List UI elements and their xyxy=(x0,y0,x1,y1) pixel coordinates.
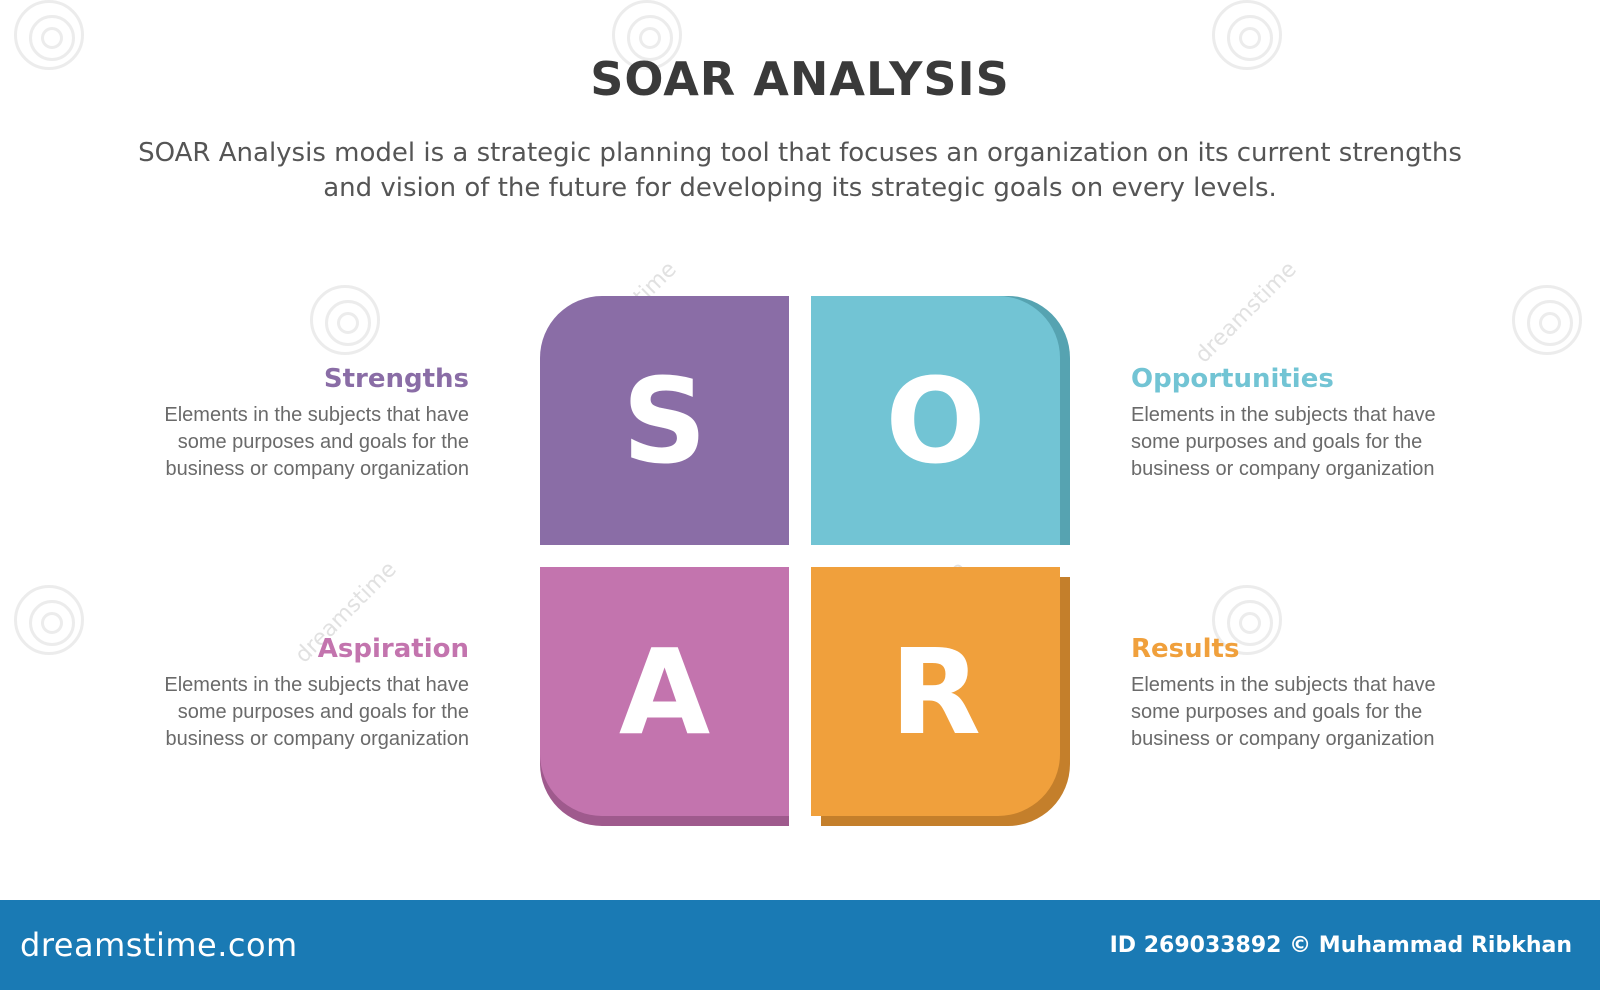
aspiration-heading: Aspiration xyxy=(317,634,469,664)
watermark-spiral-icon xyxy=(1212,0,1282,70)
aspiration-desc-line: business or company organization xyxy=(165,728,469,750)
quadrant-aspiration: A xyxy=(540,567,789,816)
strengths-description: Elements in the subjects that have some … xyxy=(129,402,469,483)
opportunities-desc-line: Elements in the subjects that have xyxy=(1131,404,1436,426)
aspiration-desc-line: some purposes and goals for the xyxy=(177,701,469,723)
quadrant-strengths: S xyxy=(540,296,789,545)
quadrant-letter-r: R xyxy=(890,622,981,761)
results-block: Results Elements in the subjects that ha… xyxy=(1131,632,1471,753)
opportunities-desc-line: business or company organization xyxy=(1131,458,1435,480)
strengths-heading: Strengths xyxy=(323,364,469,394)
footer-bar: dreamstime.com ID 269033892 © Muhammad R… xyxy=(0,900,1600,990)
quadrant-letter-s: S xyxy=(622,351,707,490)
footer-credit: ID 269033892 © Muhammad Ribkhan xyxy=(1109,932,1572,958)
results-heading: Results xyxy=(1131,634,1240,664)
opportunities-description: Elements in the subjects that have some … xyxy=(1131,402,1471,483)
footer-logo: dreamstime.com xyxy=(20,926,298,964)
results-description: Elements in the subjects that have some … xyxy=(1131,672,1471,753)
opportunities-block: Opportunities Elements in the subjects t… xyxy=(1131,362,1471,483)
strengths-desc-line: Elements in the subjects that have xyxy=(164,404,469,426)
page-subtitle: SOAR Analysis model is a strategic plann… xyxy=(138,138,1462,203)
watermark-spiral-icon xyxy=(1212,585,1282,655)
strengths-block: Strengths Elements in the subjects that … xyxy=(129,362,469,483)
quadrant-letter-a: A xyxy=(618,622,711,761)
strengths-desc-line: some purposes and goals for the xyxy=(177,431,469,453)
watermark-spiral-icon xyxy=(1512,285,1582,355)
opportunities-heading: Opportunities xyxy=(1131,364,1334,394)
watermark-spiral-icon xyxy=(612,0,682,70)
quadrant-opportunities: O xyxy=(811,296,1060,545)
watermark-spiral-icon xyxy=(14,0,84,70)
aspiration-description: Elements in the subjects that have some … xyxy=(129,672,469,753)
strengths-desc-line: business or company organization xyxy=(165,458,469,480)
watermark-spiral-icon xyxy=(14,585,84,655)
watermark-text: dreamstime xyxy=(1190,256,1302,369)
aspiration-desc-line: Elements in the subjects that have xyxy=(164,674,469,696)
page-title: SOAR ANALYSIS xyxy=(590,52,1010,106)
aspiration-block: Aspiration Elements in the subjects that… xyxy=(129,632,469,753)
results-desc-line: some purposes and goals for the xyxy=(1131,701,1423,723)
quadrant-results: R xyxy=(811,567,1060,816)
opportunities-desc-line: some purposes and goals for the xyxy=(1131,431,1423,453)
results-desc-line: Elements in the subjects that have xyxy=(1131,674,1436,696)
watermark-spiral-icon xyxy=(310,285,380,355)
quadrant-letter-o: O xyxy=(885,351,986,490)
results-desc-line: business or company organization xyxy=(1131,728,1435,750)
